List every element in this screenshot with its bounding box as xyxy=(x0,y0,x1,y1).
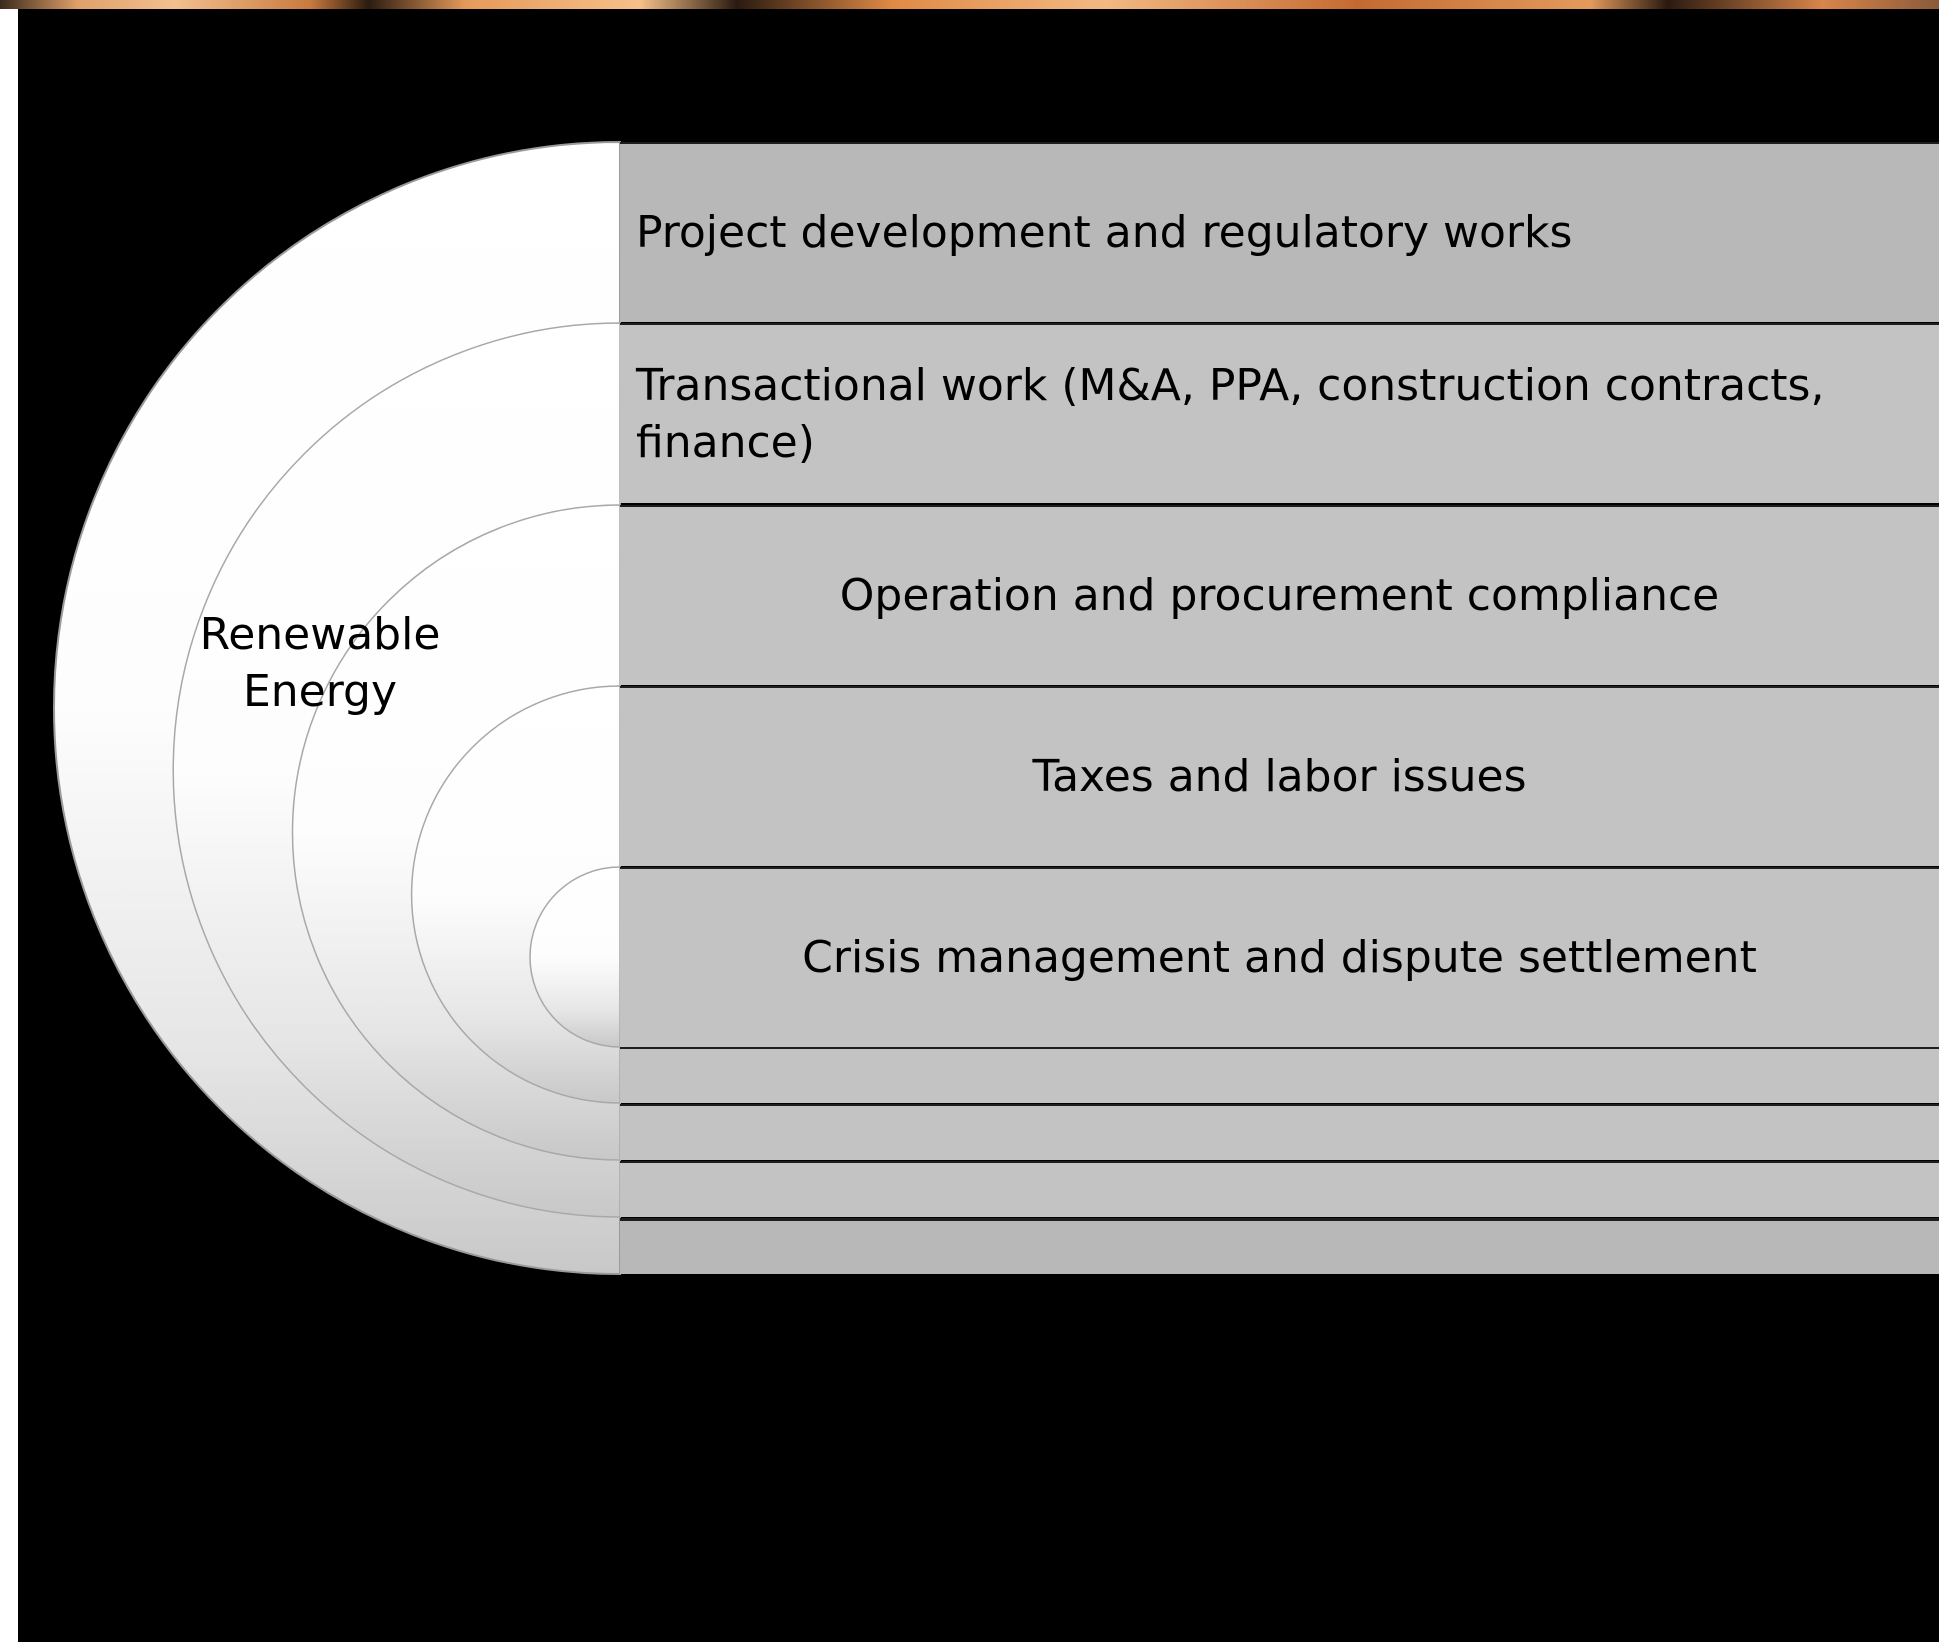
layer-strip-3 xyxy=(620,1104,1939,1160)
layer-strip-4 xyxy=(620,1047,1939,1103)
layer-label-2: Transactional work (M&A, PPA, constructi… xyxy=(636,359,1825,468)
layer-label-5: Crisis management and dispute settlement xyxy=(802,932,1757,984)
layer-label-4: Taxes and labor issues xyxy=(1032,751,1527,803)
layer-band-1: Project development and regulatory works xyxy=(620,142,1939,322)
center-label: Renewable Energy xyxy=(199,609,441,718)
layer-label-3: Operation and procurement compliance xyxy=(839,570,1720,622)
layer-band-4: Taxes and labor issues xyxy=(620,686,1939,866)
layer-band-3: Operation and procurement compliance xyxy=(620,505,1939,685)
layer-band-2: Transactional work (M&A, PPA, constructi… xyxy=(620,323,1939,503)
layer-label-1: Project development and regulatory works xyxy=(636,207,1573,259)
layer-strip-2 xyxy=(620,1161,1939,1217)
layer-strip-1 xyxy=(620,1218,1939,1274)
top-image-strip xyxy=(0,0,1939,9)
layer-band-5: Crisis management and dispute settlement xyxy=(620,867,1939,1047)
arc-layer-5 xyxy=(529,866,621,1048)
